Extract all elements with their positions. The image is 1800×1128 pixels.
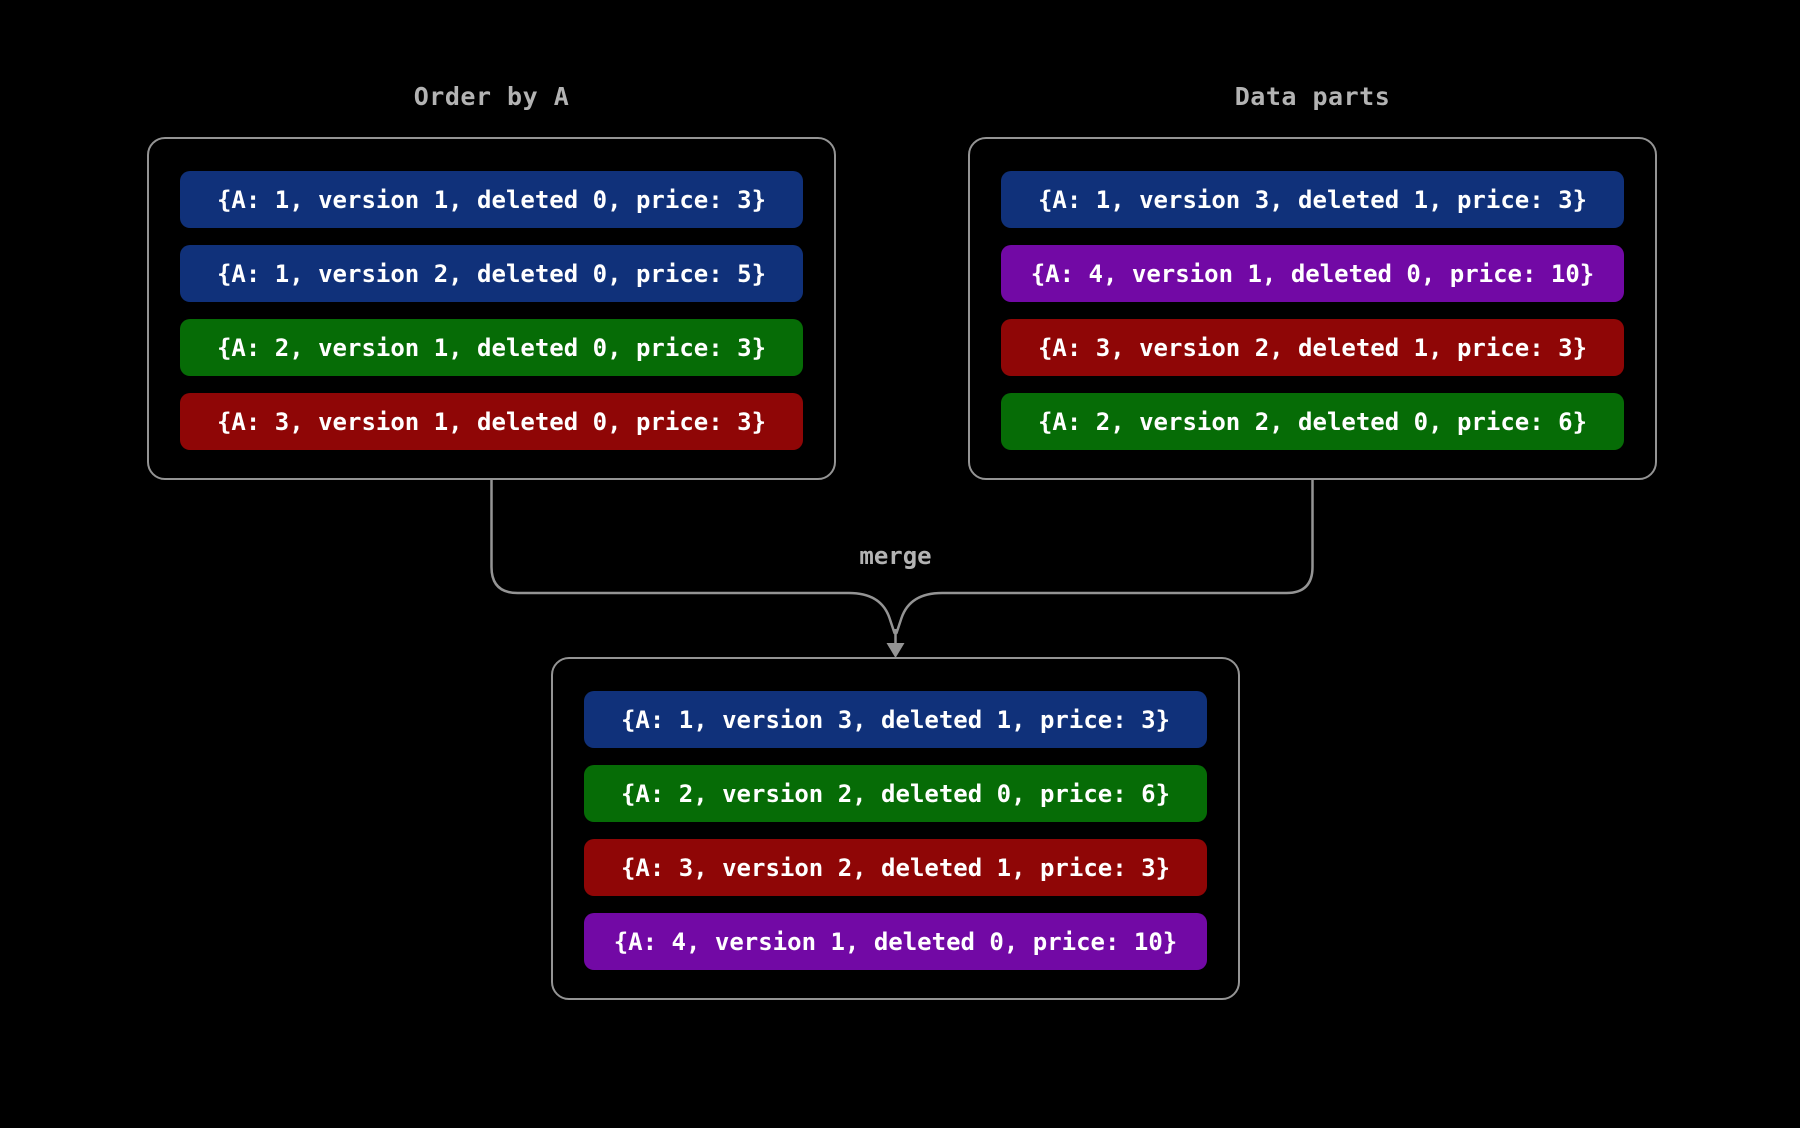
data-row: {A: 3, version 1, deleted 0, price: 3} <box>180 393 803 450</box>
data-row: {A: 4, version 1, deleted 0, price: 10} <box>1001 245 1624 302</box>
order-by-a-box: {A: 1, version 1, deleted 0, price: 3} {… <box>147 137 836 480</box>
order-by-a-title: Order by A <box>413 82 570 111</box>
data-row: {A: 2, version 1, deleted 0, price: 3} <box>180 319 803 376</box>
data-row: {A: 2, version 2, deleted 0, price: 6} <box>1001 393 1624 450</box>
data-row: {A: 4, version 1, deleted 0, price: 10} <box>584 913 1207 970</box>
data-parts-title: Data parts <box>1234 82 1391 111</box>
data-row: {A: 3, version 2, deleted 1, price: 3} <box>584 839 1207 896</box>
merged-part-box: {A: 1, version 3, deleted 1, price: 3} {… <box>551 657 1240 1000</box>
data-row: {A: 1, version 3, deleted 1, price: 3} <box>584 691 1207 748</box>
data-row: {A: 1, version 3, deleted 1, price: 3} <box>1001 171 1624 228</box>
data-row: {A: 1, version 2, deleted 0, price: 5} <box>180 245 803 302</box>
merge-label: merge <box>859 542 932 570</box>
data-row: {A: 1, version 1, deleted 0, price: 3} <box>180 171 803 228</box>
data-row: {A: 3, version 2, deleted 1, price: 3} <box>1001 319 1624 376</box>
data-row: {A: 2, version 2, deleted 0, price: 6} <box>584 765 1207 822</box>
arrow-head-icon <box>886 643 905 658</box>
data-parts-box: {A: 1, version 3, deleted 1, price: 3} {… <box>968 137 1657 480</box>
